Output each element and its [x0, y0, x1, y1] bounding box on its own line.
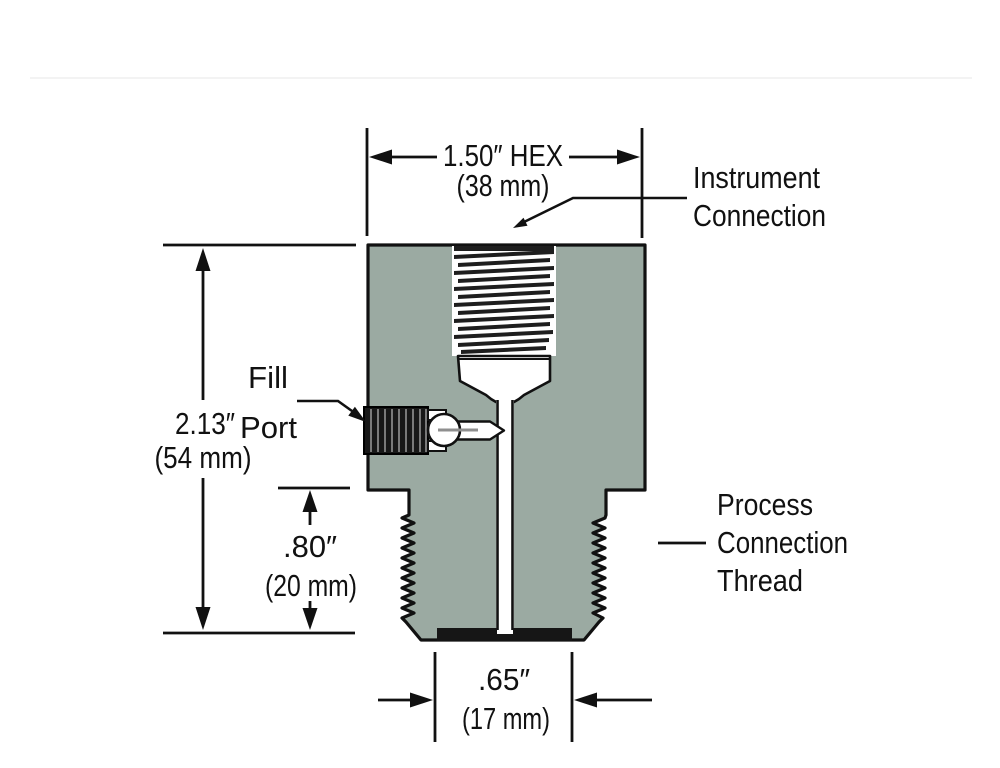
- instrument-connection-label-line1: Instrument: [693, 160, 820, 195]
- arrow-left-icon: [369, 149, 392, 165]
- fill-port-plug: [363, 406, 429, 455]
- instrument-thread: [452, 246, 556, 404]
- arrow-up-icon: [302, 490, 318, 512]
- dim-thread-length: [278, 486, 350, 630]
- dim-seal-width: [378, 652, 652, 742]
- fill-port: [363, 406, 506, 455]
- fill-port-label-line1: Fill: [248, 360, 288, 395]
- leader-instrument-connection: [513, 196, 687, 228]
- leader-arrow-icon: [348, 406, 366, 422]
- leader-fill-port: [297, 399, 366, 422]
- dim-hex-width: [365, 128, 644, 238]
- seal-width-label: .65″: [478, 662, 530, 697]
- arrow-down-icon: [302, 608, 318, 630]
- overall-height-label: 2.13″: [175, 406, 235, 441]
- fill-port-plug-threads: [370, 409, 427, 452]
- leader-arrow-icon: [513, 217, 528, 228]
- thread-length-metric-label: (20 mm): [265, 568, 357, 603]
- arrow-right-icon: [617, 149, 640, 165]
- fill-channel-bore: [496, 399, 514, 634]
- arrow-up-icon: [195, 248, 211, 271]
- fill-port-label-line2: Port: [240, 410, 297, 445]
- overall-height-metric-label: (54 mm): [155, 440, 252, 475]
- leader-line: [523, 196, 687, 224]
- dim-overall-height: [163, 243, 356, 635]
- fill-channel: [496, 399, 514, 634]
- process-thread-label-line3: Thread: [717, 563, 803, 598]
- process-thread-label-line1: Process: [717, 487, 813, 522]
- thread-length-label: .80″: [283, 529, 337, 564]
- diaphragm-seal: [437, 628, 572, 641]
- thread-crests: [454, 246, 554, 354]
- arrow-down-icon: [195, 607, 211, 630]
- arrow-left-icon: [574, 692, 597, 708]
- instrument-connection-label-line2: Connection: [693, 198, 826, 233]
- seal-width-metric-label: (17 mm): [462, 701, 550, 736]
- process-thread-label-line2: Connection: [717, 525, 848, 560]
- leader-line: [297, 399, 353, 413]
- hex-width-metric-label: (38 mm): [457, 168, 550, 203]
- hex-width-label: 1.50″ HEX: [443, 138, 563, 173]
- arrow-right-icon: [410, 692, 433, 708]
